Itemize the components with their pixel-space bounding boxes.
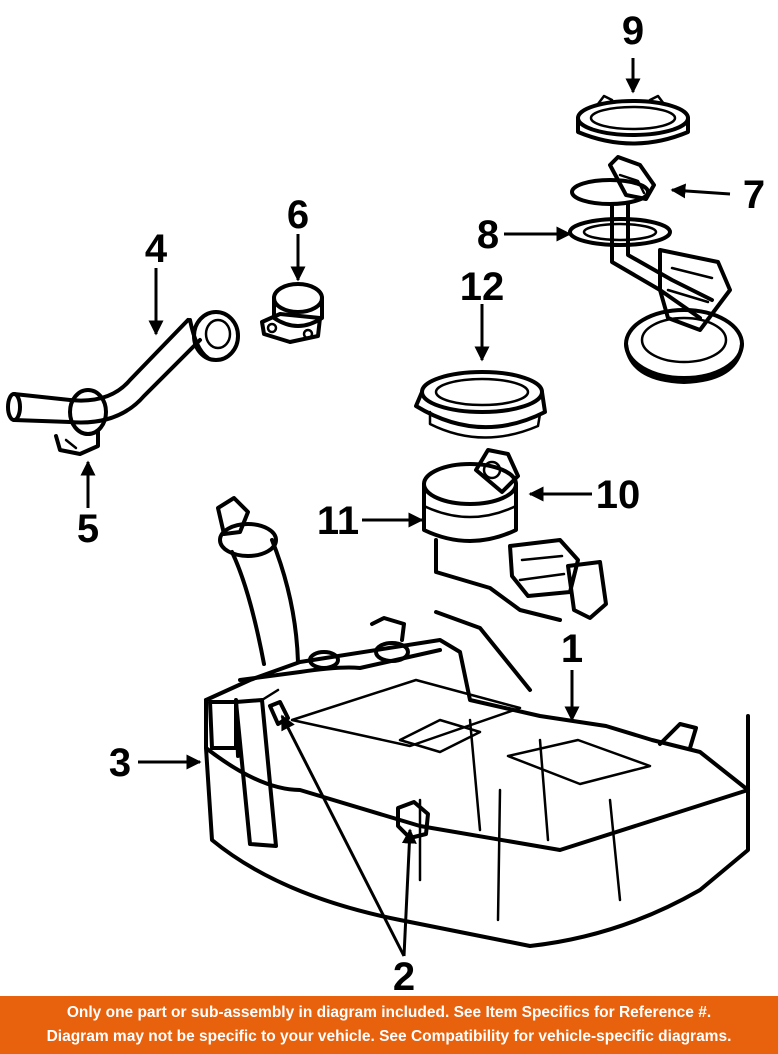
callout-12: 12 <box>460 265 505 309</box>
callout-6: 6 <box>287 193 309 237</box>
callout-11: 11 <box>317 499 359 543</box>
leader-2b <box>401 828 417 957</box>
callout-4: 4 <box>145 227 168 271</box>
part-9-lock-ring <box>576 94 690 146</box>
part-1-fuel-tank <box>204 496 750 948</box>
callout-5: 5 <box>77 507 99 551</box>
part-3-tank-strap <box>208 688 280 848</box>
fuel-tank-exploded-diagram: 9 7 8 12 10 11 6 4 5 1 3 2 <box>6 9 765 996</box>
disclaimer-line-1: Only one part or sub-assembly in diagram… <box>66 1004 712 1021</box>
disclaimer-banner: Only one part or sub-assembly in diagram… <box>0 996 778 1054</box>
part-4-filler-pipe <box>6 310 240 425</box>
leader-2a <box>280 714 406 957</box>
callout-7: 7 <box>743 173 765 217</box>
part-5-hose-clamp <box>54 388 108 456</box>
part-7-fuel-pump-module <box>570 155 744 384</box>
callout-3: 3 <box>109 741 131 785</box>
part-8-seal <box>568 217 672 247</box>
part-12-lock-ring <box>414 370 547 439</box>
callout-1: 1 <box>561 627 583 671</box>
callout-10: 10 <box>596 473 641 517</box>
callout-8: 8 <box>477 213 499 257</box>
callout-2: 2 <box>393 955 415 996</box>
part-11-sender-assembly <box>434 538 608 622</box>
part-2-strap-bolts <box>268 700 430 840</box>
disclaimer-line-2: Diagram may not be specific to your vehi… <box>46 1028 732 1045</box>
part-6-vent-valve <box>260 282 324 344</box>
part-10-fuel-pump <box>422 448 520 543</box>
leader-7 <box>670 183 731 199</box>
callout-9: 9 <box>622 9 644 53</box>
